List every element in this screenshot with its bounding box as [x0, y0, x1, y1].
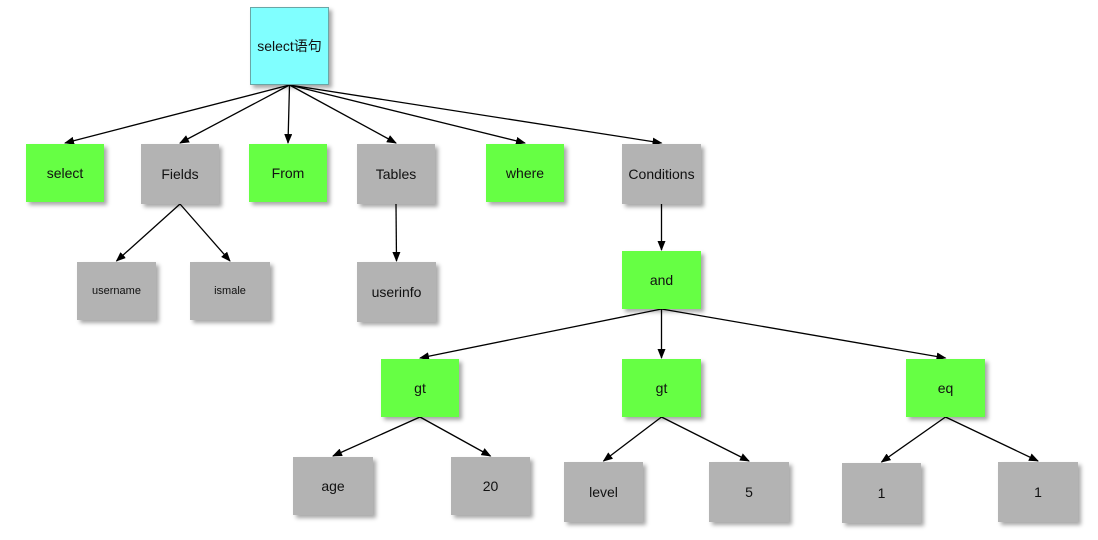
- node-value-1-left: 1: [842, 463, 921, 523]
- node-gt-left: gt: [381, 359, 459, 417]
- node-value-20: 20: [451, 457, 530, 515]
- edge-eq-to-one_b: [945, 416, 1039, 462]
- node-where-keyword: where: [486, 144, 564, 202]
- node-and: and: [622, 251, 701, 309]
- edge-gt2-to-v5: [661, 416, 750, 462]
- node-age: age: [293, 457, 373, 515]
- edge-root-to-fields: [179, 84, 290, 144]
- node-ismale: ismale: [190, 262, 270, 320]
- node-gt-mid: gt: [622, 359, 701, 417]
- node-value-5: 5: [709, 462, 789, 522]
- node-eq: eq: [906, 359, 985, 417]
- node-tables: Tables: [357, 144, 435, 204]
- node-fields: Fields: [141, 144, 219, 204]
- node-username: username: [77, 262, 156, 320]
- edge-gt2-to-level: [602, 416, 662, 462]
- edge-root-to-from: [284, 84, 293, 144]
- node-userinfo: userinfo: [357, 262, 436, 322]
- edge-and-to-eq: [661, 308, 947, 361]
- edge-gt1-to-age: [332, 416, 421, 457]
- edge-root-to-select: [64, 84, 290, 145]
- node-select-keyword: select: [26, 144, 104, 202]
- edge-gt1-to-v20: [419, 416, 492, 457]
- edge-fields-to-username: [115, 203, 181, 262]
- edge-root-to-conditions: [289, 84, 663, 146]
- edge-and-to-gt1: [419, 308, 662, 361]
- node-from-keyword: From: [249, 144, 327, 202]
- node-conditions: Conditions: [622, 144, 701, 204]
- edge-eq-to-one_a: [880, 416, 946, 463]
- edge-tables-to-userinfo: [392, 203, 401, 262]
- node-value-1-right: 1: [998, 462, 1078, 522]
- node-select-statement: select语句: [250, 7, 329, 85]
- edge-fields-to-ismale: [179, 203, 231, 262]
- node-level: level: [564, 462, 643, 522]
- edge-root-to-tables: [289, 84, 397, 144]
- edge-root-to-where: [289, 84, 526, 145]
